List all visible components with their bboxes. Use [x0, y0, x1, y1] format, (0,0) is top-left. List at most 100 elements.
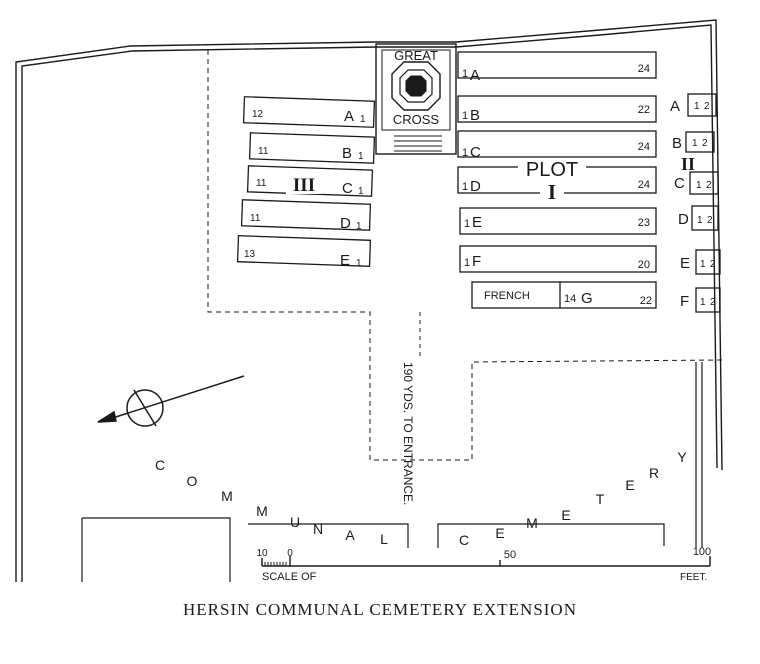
plot-ii-a-letter: A	[670, 98, 680, 115]
plot-ii-d-n2: 2	[707, 215, 713, 226]
plot-i-d-letter: D	[470, 178, 481, 195]
plot-i-d-last: 24	[638, 179, 650, 191]
scale-tick-100: 100	[693, 546, 711, 558]
plot-ii-row-e	[695, 249, 721, 275]
plot-ii-f-letter: F	[680, 293, 689, 310]
communal-letter-7: L	[380, 531, 388, 547]
plot-i-a-last: 24	[638, 63, 650, 75]
plot-iii-e-letter: E	[340, 252, 350, 269]
plot-ii-e-letter: E	[680, 255, 690, 272]
plot-i-row-g	[471, 281, 657, 309]
great-cross-label-top: GREAT	[394, 48, 438, 63]
plot-i-c-last: 24	[638, 141, 650, 153]
plot-ii-e-n2: 2	[710, 259, 716, 270]
scale-tick-0: 0	[287, 548, 293, 559]
plot-ii-b-n1: 1	[692, 138, 698, 149]
communal-letter-4: U	[290, 514, 300, 530]
plot-ii-c-letter: C	[674, 175, 685, 192]
communal-letter-5: N	[313, 521, 323, 537]
cemetery-letter-4: T	[596, 491, 605, 507]
communal-label: C O M M U N A L	[155, 457, 388, 547]
communal-letter-2: M	[221, 488, 233, 504]
plot-i-f-letter: F	[472, 253, 481, 270]
plot-iii-d-first: 1	[356, 221, 362, 232]
plot-iii-d-letter: D	[340, 215, 351, 232]
plot-iii-c-first: 1	[358, 186, 364, 197]
plot-i-f-last: 20	[638, 259, 650, 271]
plot-iii-b-letter: B	[342, 145, 352, 162]
plot-ii-b-n2: 2	[702, 138, 708, 149]
plot-iii-title: III	[293, 175, 315, 196]
plot-ii-a-n1: 1	[694, 101, 700, 112]
north-arrow-icon	[97, 375, 245, 427]
plot-i-g-last: 22	[640, 295, 652, 307]
plot-ii-d-n1: 1	[697, 215, 703, 226]
plot-iii-a-letter: A	[344, 108, 354, 125]
plot-ii-row-f	[695, 287, 721, 313]
entrance-note: 190 YDS. TO ENTRANCE.	[401, 362, 415, 505]
plot-i-b-last: 22	[638, 104, 650, 116]
scale-minor-ticks	[264, 562, 287, 566]
plot-i-g-letter: G	[581, 290, 593, 307]
scale-label: SCALE OF	[262, 571, 317, 583]
cemetery-letter-7: Y	[677, 449, 687, 465]
plot-iii-c-last: 11	[256, 178, 267, 189]
cemetery-letter-1: E	[495, 525, 504, 541]
plot-ii-row-b	[685, 131, 715, 153]
plot-ii-row-d	[691, 205, 719, 231]
plot-i-row-e	[459, 207, 657, 235]
plot-iii-c-letter: C	[342, 180, 353, 197]
cemetery-label: C E M E T E R Y	[459, 449, 687, 548]
plot-i-row-b	[457, 95, 657, 123]
boundary-wall	[15, 19, 723, 582]
communal-letter-0: C	[155, 457, 165, 473]
plot-i-row-a	[457, 51, 657, 79]
plot-i-row-f	[459, 245, 657, 273]
plot-ii-b-letter: B	[672, 135, 682, 152]
plot-i-b-first: 1	[462, 110, 468, 122]
plot-i-c-first: 1	[462, 147, 468, 159]
cemetery-letter-3: E	[561, 507, 570, 523]
plot-iii-e-first: 1	[356, 258, 362, 269]
communal-letter-6: A	[345, 527, 355, 543]
plot-iii-a-last: 12	[252, 109, 264, 120]
scale-tick-10: 10	[256, 548, 268, 559]
communal-letter-3: M	[256, 503, 268, 519]
plot-i-f-first: 1	[464, 257, 470, 269]
great-cross-enclosure	[375, 43, 457, 155]
french-label: FRENCH	[484, 290, 530, 302]
plot-i-e-letter: E	[472, 214, 482, 231]
plot-iii-b-first: 1	[358, 151, 364, 162]
plot-ii-f-n2: 2	[710, 297, 716, 308]
plot-ii-row-c	[689, 171, 719, 195]
plot-iii-d-last: 11	[250, 213, 261, 224]
plot-ii-a-n2: 2	[704, 101, 710, 112]
scale-bar	[261, 556, 711, 567]
plot-i-b-letter: B	[470, 107, 480, 124]
plot-ii-f-n1: 1	[700, 297, 706, 308]
cemetery-letter-5: E	[625, 477, 634, 493]
plot-iii-b-last: 11	[258, 146, 269, 157]
plot-ii-c-n2: 2	[706, 180, 712, 191]
plot-iii-row-d	[240, 199, 372, 231]
plot-i-e-first: 1	[464, 218, 470, 230]
plot-iii-row-a	[242, 96, 376, 128]
plot-i-a-letter: A	[470, 67, 480, 84]
scale-unit: FEET.	[680, 572, 707, 583]
plot-i-g-first: 14	[564, 293, 576, 305]
plot-ii-row-a	[687, 93, 717, 117]
communal-boundary	[81, 362, 703, 582]
plot-i-a-first: 1	[462, 68, 468, 80]
plot-i-c-letter: C	[470, 144, 481, 161]
map-title: HERSIN COMMUNAL CEMETERY EXTENSION	[183, 600, 577, 619]
cemetery-letter-2: M	[526, 515, 538, 531]
plot-ii-c-n1: 1	[696, 180, 702, 191]
plot-i-row-c	[457, 130, 657, 158]
plot-i-title: PLOT	[526, 159, 578, 181]
plot-ii-d-letter: D	[678, 211, 689, 228]
great-cross-label-bottom: CROSS	[393, 112, 440, 127]
plot-i-e-last: 23	[638, 217, 650, 229]
cemetery-letter-0: C	[459, 532, 469, 548]
plot-i-numeral: I	[548, 180, 556, 204]
